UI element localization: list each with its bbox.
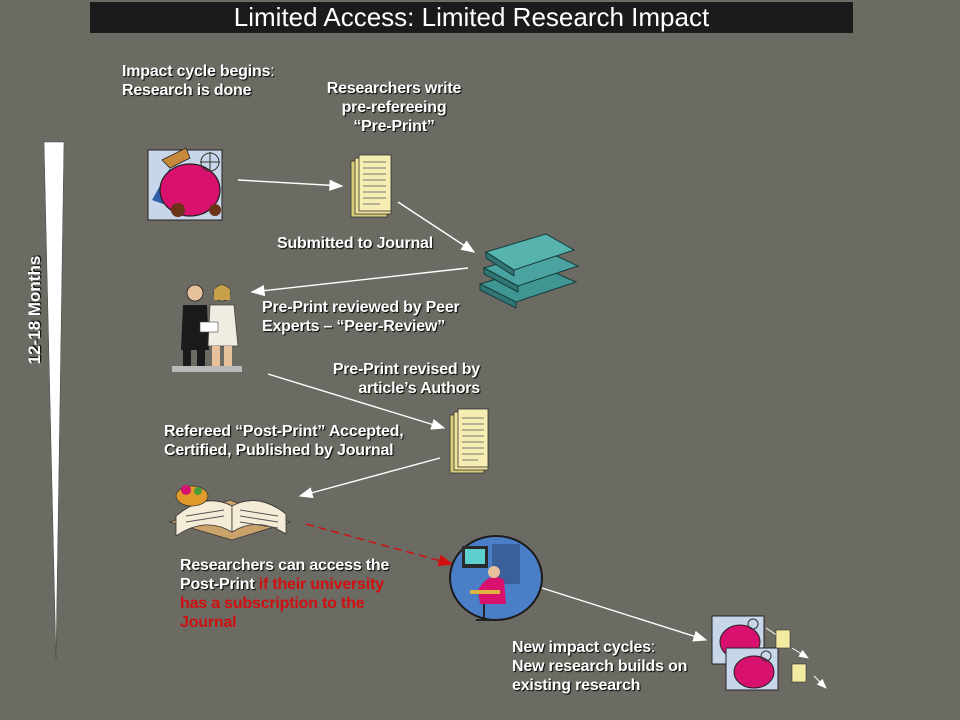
- cycle-begins-rest: Research is done: [122, 82, 252, 99]
- title-bar: Limited Access: Limited Research Impact: [90, 2, 853, 33]
- published-line1: Refereed “Post-Print” Accepted,: [164, 423, 404, 440]
- step-published: Refereed “Post-Print” Accepted, Certifie…: [164, 422, 444, 460]
- arrow-preprint-to-journal: [397, 201, 476, 253]
- peer-reviewers-icon: [172, 284, 242, 372]
- postprint-document-icon: [449, 408, 489, 474]
- peer-review-line2: Experts – “Peer-Review”: [262, 318, 446, 335]
- peer-review-line1: Pre-Print reviewed by Peer: [262, 299, 460, 316]
- step-peer-review: Pre-Print reviewed by Peer Experts – “Pe…: [262, 298, 502, 336]
- slide-title: Limited Access: Limited Research Impact: [233, 2, 710, 32]
- researcher-icon: [147, 147, 223, 221]
- step-new-cycles: New impact cycles: New research builds o…: [512, 638, 707, 695]
- arrow-access-to-new-cycles: [541, 587, 708, 642]
- arrow-new-2: [791, 647, 809, 659]
- access-text: Researchers can access the Post-Print: [180, 557, 390, 593]
- published-line2: Certified, Published by Journal: [164, 442, 394, 459]
- arrow-new-3: [813, 675, 827, 689]
- write-preprint-line3: “Pre-Print”: [353, 118, 435, 135]
- timeline-wedge: [43, 141, 65, 661]
- step-submitted: Submitted to Journal: [277, 235, 434, 252]
- new-cycles-bold: New impact cycles: [512, 639, 651, 656]
- revised-line1: Pre-Print revised by: [332, 361, 480, 378]
- open-book-icon: [168, 485, 292, 541]
- arrow-journal-to-review: [250, 267, 469, 297]
- new-researcher-icon: [711, 615, 807, 691]
- preprint-document-icon: [350, 154, 392, 218]
- arrow-research-to-preprint: [237, 179, 344, 191]
- new-cycles-rest: New research builds on existing research: [512, 658, 688, 694]
- cycle-begins-colon: :: [270, 63, 275, 80]
- journals-stack-icon: [478, 233, 580, 309]
- timeline-label: 12-18 Months: [25, 255, 44, 365]
- step-access: Researchers can access the Post-Print if…: [180, 556, 412, 632]
- cycle-begins-bold: Impact cycle begins: [122, 63, 271, 80]
- new-cycles-colon: :: [650, 639, 656, 656]
- write-preprint-line1: Researchers write: [326, 80, 462, 97]
- arrow-review-to-postprint: [267, 373, 446, 430]
- write-preprint-line2: pre-refereeing: [341, 99, 447, 116]
- revised-line2: article’s Authors: [358, 380, 480, 397]
- arrow-postprint-to-book: [298, 457, 441, 499]
- step-revised: Pre-Print revised by article’s Authors: [300, 360, 480, 398]
- computer-user-icon: [449, 535, 543, 621]
- access-condition-highlight: if their university has a subscription t…: [180, 576, 384, 631]
- step-write-preprint: Researchers write pre-refereeing “Pre-Pr…: [304, 79, 484, 136]
- step-cycle-begins: Impact cycle begins: Research is done: [122, 62, 282, 100]
